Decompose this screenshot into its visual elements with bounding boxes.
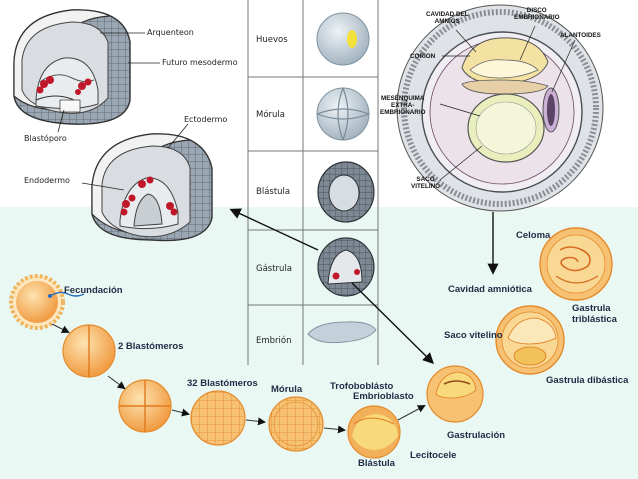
label-lecitocele: Lecitocele (410, 450, 457, 461)
label-blastula-sequence: Blástula (358, 458, 395, 469)
label-corion: CORION (410, 53, 436, 60)
label-mesenquima: MESÉNQUIMA EXTRA- EMBRIONARIO (380, 95, 426, 116)
label-embrioblasto: Embrioblasto (353, 391, 414, 402)
egg-illustration (316, 12, 370, 66)
label-cavidad-amnios: CAVIDAD DEL AMNIOS (426, 11, 469, 25)
label-futuro-mesodermo: Futuro mesodermo (162, 58, 238, 67)
gastrula-dibastica-illustration (495, 305, 565, 375)
gastrulation-illustration (426, 365, 484, 423)
gastrula-small-illustration (317, 237, 375, 297)
big-arrows (229, 208, 499, 364)
morula-orange-illustration (268, 396, 324, 452)
embryo-small-illustration (307, 321, 377, 344)
table-label-huevos: Huevos (256, 35, 288, 45)
label-blastoporo: Blastóporo (24, 134, 67, 143)
label-alantoides: ALANTOIDES (560, 32, 601, 39)
two-blastomeres-illustration (62, 324, 116, 378)
morula-illustration (316, 87, 370, 141)
label-gastrula-dibastica: Gastrula dibástica (546, 375, 629, 386)
gastrula-cutaway-middle (91, 133, 213, 242)
gastrula-middle-pointers (81, 123, 189, 191)
label-endodermo: Endodermo (24, 176, 70, 185)
table-label-embrion: Embrión (256, 336, 292, 346)
blastula-illustration (317, 161, 375, 223)
sequence-arrows (51, 323, 426, 434)
label-32-blastomeros: 32 Blastómeros (187, 378, 258, 389)
blastula-orange-illustration (347, 405, 401, 459)
label-gastrula-triblastica: Gastrula triblástica (572, 303, 617, 325)
gastrula-top-pointers (57, 32, 160, 133)
label-celoma: Celoma (516, 230, 551, 241)
label-disco-embrionario: DISCO EMBRIONARIO (514, 7, 560, 21)
label-2-blastomeros: 2 Blastómeros (118, 341, 184, 352)
label-fecundacion: Fecundación (64, 285, 123, 296)
label-trofoblasto: Trofoboblásto (330, 381, 394, 392)
extraembryonic-embryo (396, 4, 604, 212)
thirtytwo-blastomeres-illustration (190, 390, 246, 446)
label-ectodermo: Ectodermo (184, 115, 228, 124)
table-label-blastula: Blástula (256, 187, 291, 197)
stages-table (247, 0, 379, 365)
label-saco-vitelino-sequence: Saco vitelino (444, 330, 503, 341)
label-morula-sequence: Mórula (271, 384, 303, 395)
gastrula-triblastica-illustration (539, 227, 613, 301)
extraembryonic-pointers (439, 25, 576, 181)
fecundacion-illustration (9, 274, 85, 330)
label-arquenteon: Arquenteon (147, 28, 194, 37)
table-label-gastrula: Gástrula (256, 264, 293, 274)
label-saco-vitelino-top: SACO VITELINO (411, 176, 441, 190)
four-blastomeres-illustration (118, 379, 172, 433)
table-label-morula: Mórula (256, 110, 285, 120)
gastrula-cutaway-top (13, 9, 131, 125)
label-cavidad-amniotica: Cavidad amniótica (448, 284, 532, 295)
label-gastrulacion: Gastrulación (447, 430, 506, 441)
